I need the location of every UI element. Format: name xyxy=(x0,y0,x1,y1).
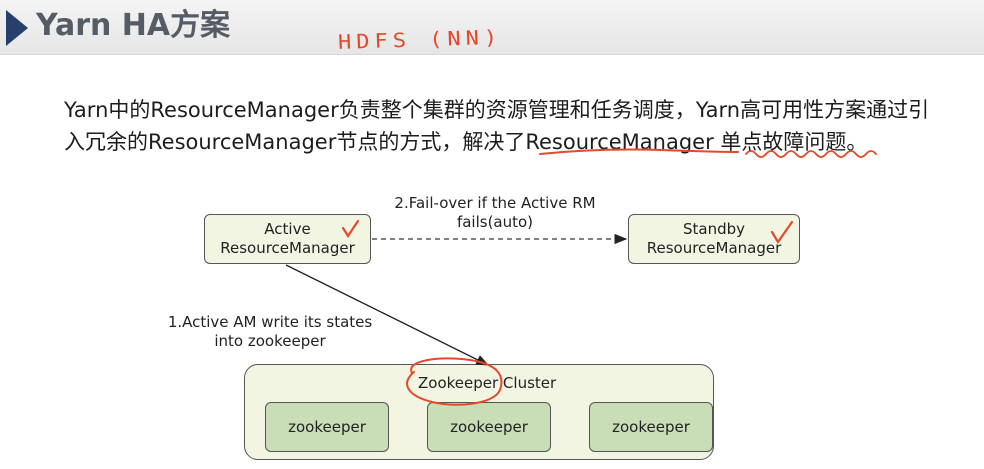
failover-edge-label: 2.Fail-over if the Active RM fails(auto) xyxy=(394,194,596,231)
title-marker-icon xyxy=(6,10,28,46)
intro-line-1: Yarn中的ResourceManager负责整个集群的资源管理和任务调度，Ya… xyxy=(64,98,930,122)
zookeeper-node: zookeeper xyxy=(265,402,389,452)
standby-resourcemanager-node: Standby ResourceManager xyxy=(628,214,800,264)
zookeeper-cluster-title: Zookeeper Cluster xyxy=(418,374,557,392)
write-state-edge-label: 1.Active AM write its states into zookee… xyxy=(167,313,373,350)
zookeeper-node: zookeeper xyxy=(589,402,713,452)
header-band xyxy=(0,0,984,54)
intro-paragraph: Yarn中的ResourceManager负责整个集群的资源管理和任务调度，Ya… xyxy=(64,94,974,158)
zookeeper-node: zookeeper xyxy=(427,402,551,452)
standby-resourcemanager-label: Standby ResourceManager xyxy=(646,220,782,257)
slide-title: Yarn HA方案 xyxy=(36,8,231,43)
intro-line-2: 入冗余的ResourceManager节点的方式，解决了ResourceMana… xyxy=(64,130,868,154)
active-resourcemanager-label: Active ResourceManager xyxy=(220,220,355,257)
active-resourcemanager-node: Active ResourceManager xyxy=(204,214,371,264)
header-divider xyxy=(0,54,984,55)
